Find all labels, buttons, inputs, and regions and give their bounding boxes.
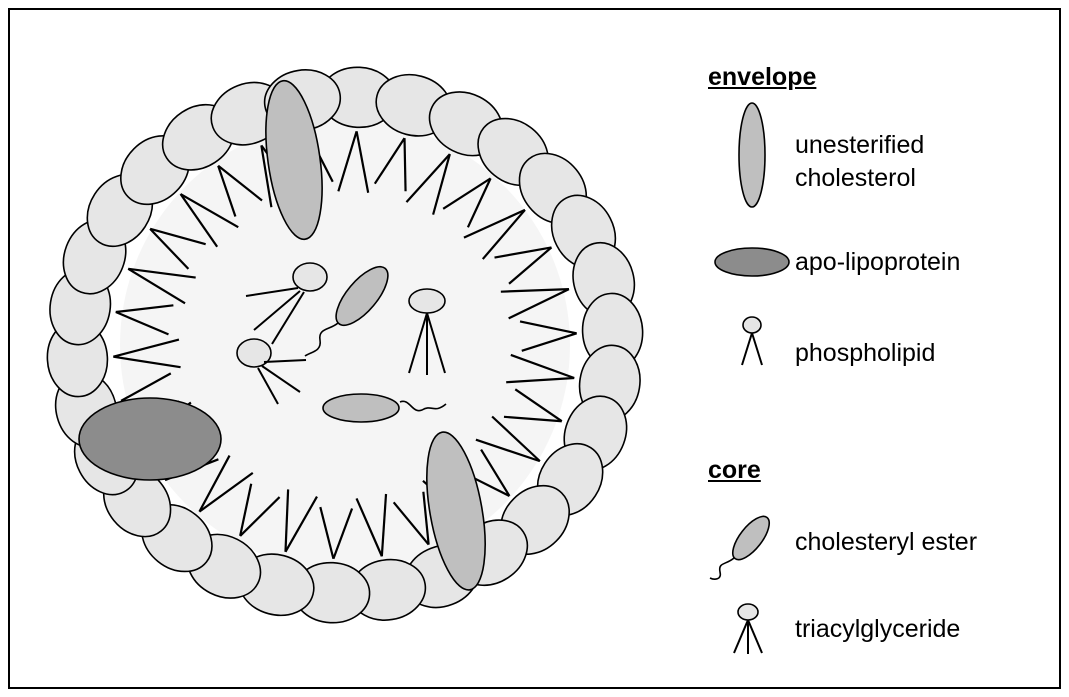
legend-envelope-heading: envelope <box>708 63 816 92</box>
core-lipid-head <box>293 263 327 291</box>
legend-icons <box>710 103 789 654</box>
core-region <box>120 120 570 570</box>
triacylglyceride-head <box>409 289 445 313</box>
legend-unesterified-line2: cholesterol <box>795 163 916 193</box>
phospholipid-tail <box>405 138 406 191</box>
legend-triacylglyceride: triacylglyceride <box>795 614 960 644</box>
triacylglyceride-icon <box>738 604 758 620</box>
apo-lipoprotein <box>79 398 221 480</box>
legend-cholesteryl-ester: cholesteryl ester <box>795 527 977 557</box>
cholesteryl-ester-icon-tail <box>710 558 734 579</box>
legend-phospholipid: phospholipid <box>795 338 935 368</box>
phospholipid-icon-tail <box>742 333 752 365</box>
legend-unesterified-line1: unesterified <box>795 130 924 160</box>
unesterified-cholesterol-icon <box>739 103 765 207</box>
phospholipid-icon <box>743 317 761 333</box>
cholesteryl-ester <box>323 394 399 422</box>
phospholipid-icon-tail <box>752 333 762 365</box>
triacylglyceride-icon-tail <box>734 620 748 653</box>
cholesteryl-ester-icon <box>726 511 775 566</box>
legend-core-heading: core <box>708 456 761 485</box>
legend-apo-lipoprotein: apo-lipoprotein <box>795 247 960 277</box>
apo-lipoprotein-icon <box>715 248 789 276</box>
triacylglyceride-icon-tail <box>748 620 762 653</box>
